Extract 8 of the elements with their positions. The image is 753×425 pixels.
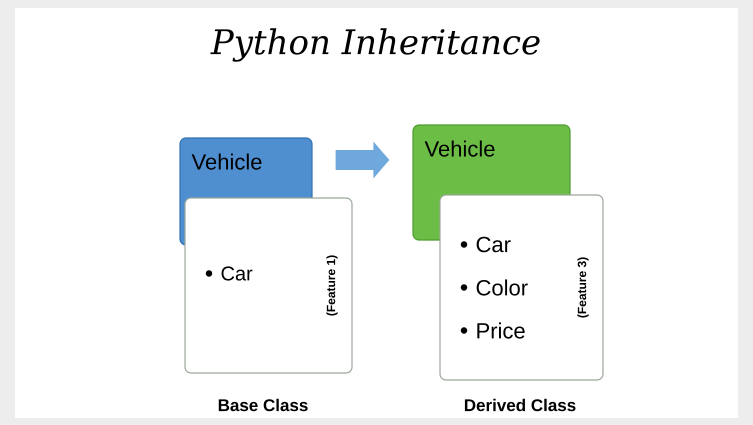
caption: Derived Class xyxy=(464,398,576,412)
rotated-note: (Feature 3) xyxy=(577,257,589,318)
list-item: Price xyxy=(477,322,525,339)
title: Python Inheritance xyxy=(210,28,540,62)
list-item: Color xyxy=(476,279,528,296)
list-item: Car xyxy=(222,266,252,281)
caption: Base Class xyxy=(218,398,308,412)
rotated-note: (Feature 1) xyxy=(326,255,338,316)
